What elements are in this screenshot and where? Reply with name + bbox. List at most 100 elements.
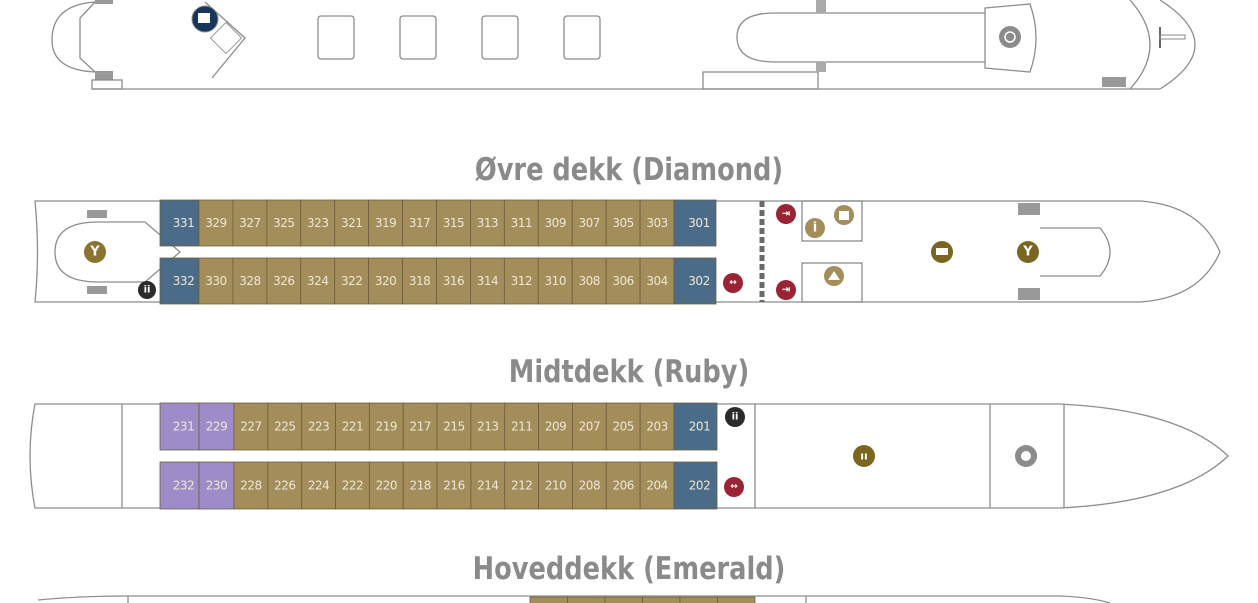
cabin-215[interactable]: 215 (436, 402, 472, 451)
cabin-number: 327 (239, 216, 260, 230)
cabin-306[interactable]: 306 (605, 257, 641, 305)
cabin-217[interactable]: 217 (402, 402, 438, 451)
cabin-207[interactable]: 207 (572, 402, 607, 451)
cabin-331[interactable]: 331 (159, 199, 200, 247)
cabin-211[interactable]: 211 (504, 402, 540, 451)
cabin-309[interactable]: 309 (537, 199, 573, 247)
cabin-206[interactable]: 206 (605, 461, 641, 510)
cabin-227[interactable]: 227 (233, 402, 269, 451)
cabin-332[interactable]: 332 (159, 257, 200, 305)
cabin-214[interactable]: 214 (470, 461, 506, 510)
cabin-216[interactable]: 216 (436, 461, 472, 510)
cabin-326[interactable]: 326 (266, 257, 302, 305)
cabin-320[interactable]: 320 (368, 257, 403, 305)
cabin[interactable] (529, 596, 568, 603)
cabin[interactable] (567, 596, 606, 603)
cabin-202[interactable]: 202 (673, 461, 718, 510)
cabin-fill (232, 199, 268, 247)
exit-icon: ⇥ (776, 204, 796, 224)
svg-text:⇥: ⇥ (782, 209, 790, 220)
cabin-222[interactable]: 222 (335, 461, 370, 510)
cabin-204[interactable]: 204 (639, 461, 675, 510)
cabin-number: 226 (274, 479, 295, 493)
cabin-325[interactable]: 325 (266, 199, 302, 247)
cabin[interactable] (604, 596, 643, 603)
cabin-number: 325 (273, 216, 294, 230)
cabin-319[interactable]: 319 (368, 199, 403, 247)
cabin-226[interactable]: 226 (267, 461, 303, 510)
cabin-201[interactable]: 201 (673, 402, 718, 451)
cabin[interactable] (642, 596, 681, 603)
cabin-fill (159, 402, 200, 451)
cabin-number: 232 (173, 479, 194, 493)
cabin-number: 317 (409, 216, 430, 230)
main-deck-cabins (529, 596, 756, 603)
cabin-322[interactable]: 322 (334, 257, 370, 305)
cabin-308[interactable]: 308 (571, 257, 607, 305)
cabin-316[interactable]: 316 (436, 257, 471, 305)
cabin-305[interactable]: 305 (605, 199, 641, 247)
cabin-315[interactable]: 315 (436, 199, 471, 247)
cabin-317[interactable]: 317 (402, 199, 437, 247)
cabin-314[interactable]: 314 (470, 257, 505, 305)
cabin-302[interactable]: 302 (673, 257, 717, 305)
cabin-312[interactable]: 312 (503, 257, 539, 305)
cabin-321[interactable]: 321 (334, 199, 370, 247)
cabin-304[interactable]: 304 (639, 257, 675, 305)
cabin-301[interactable]: 301 (673, 199, 717, 247)
cabin-221[interactable]: 221 (335, 402, 370, 451)
cabin-210[interactable]: 210 (538, 461, 573, 510)
cabin-329[interactable]: 329 (198, 199, 234, 247)
cabin-224[interactable]: 224 (301, 461, 336, 510)
cabin-318[interactable]: 318 (402, 257, 437, 305)
cabin-229[interactable]: 229 (198, 402, 235, 451)
cabin-307[interactable]: 307 (571, 199, 607, 247)
cabin-fill (538, 461, 573, 510)
bar-icon: Y (84, 241, 106, 263)
cabin-310[interactable]: 310 (537, 257, 573, 305)
cabin-number: 316 (443, 274, 464, 288)
cabin-218[interactable]: 218 (402, 461, 438, 510)
cabin[interactable] (679, 596, 718, 603)
cabin-fill (402, 402, 438, 451)
cabin-fill (402, 257, 437, 305)
cabin-228[interactable]: 228 (233, 461, 269, 510)
cabin-225[interactable]: 225 (267, 402, 303, 451)
cabin[interactable] (717, 596, 756, 603)
cabin-fill (504, 402, 540, 451)
cabin-327[interactable]: 327 (232, 199, 268, 247)
cabin-number: 205 (613, 420, 634, 434)
cabin-311[interactable]: 311 (503, 199, 539, 247)
cabin-231[interactable]: 231 (159, 402, 200, 451)
cabin-number: 211 (511, 420, 532, 434)
cabin-fill (538, 402, 573, 451)
cabin-223[interactable]: 223 (301, 402, 336, 451)
cabin-230[interactable]: 230 (198, 461, 235, 510)
cabin-209[interactable]: 209 (538, 402, 573, 451)
elevator-icon: ↔ (724, 477, 744, 497)
cabin-220[interactable]: 220 (368, 461, 404, 510)
cabin-323[interactable]: 323 (300, 199, 336, 247)
cabin-fill (266, 199, 302, 247)
cabin-313[interactable]: 313 (470, 199, 505, 247)
cabin-213[interactable]: 213 (470, 402, 506, 451)
cabin-212[interactable]: 212 (504, 461, 540, 510)
cabin-fill (436, 199, 471, 247)
cabin-205[interactable]: 205 (605, 402, 641, 451)
cabin-328[interactable]: 328 (232, 257, 268, 305)
deck-title-main: Hoveddekk (Emerald) (472, 551, 786, 587)
cabin-203[interactable]: 203 (639, 402, 675, 451)
cabin-number: 219 (376, 420, 397, 434)
shop-icon (834, 205, 854, 225)
cabin-324[interactable]: 324 (300, 257, 336, 305)
main-deck (37, 595, 1111, 603)
svg-text:ıı: ıı (860, 450, 868, 463)
cabin-number: 224 (308, 479, 329, 493)
cabin-303[interactable]: 303 (639, 199, 675, 247)
cabin-219[interactable]: 219 (368, 402, 404, 451)
cabin-232[interactable]: 232 (159, 461, 200, 510)
cabin-330[interactable]: 330 (198, 257, 234, 305)
cabin-208[interactable]: 208 (572, 461, 607, 510)
cabin-number: 324 (307, 274, 328, 288)
